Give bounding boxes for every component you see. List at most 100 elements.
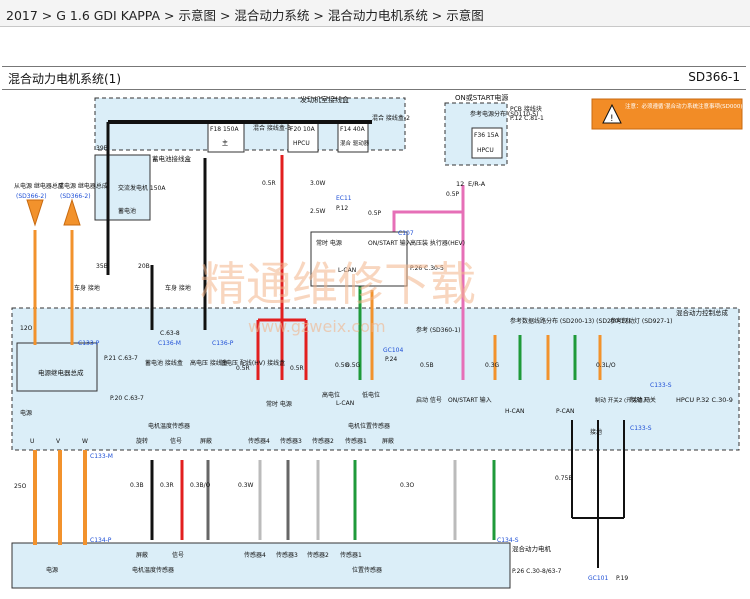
wire-label-05r-a: 0.5R [262, 180, 276, 187]
pcb-block-ref: P.12 C.81-1 [510, 115, 544, 122]
battery-label: 蓄电池 [118, 207, 136, 215]
lbl-motor-temp-signal: 信号 [172, 551, 184, 559]
lbl-left-power: 电源 [20, 409, 32, 417]
conn-c134s: C134-S [497, 537, 519, 544]
hv-battery-label: 蓄电池接线盒 [152, 154, 192, 163]
fuse-left-2-label: 混合 接线盒-2 [372, 114, 410, 122]
pcb-fuse-ref: 参考电源分布 (SD110-5) [470, 110, 538, 118]
motor-label: 混合动力电机 [512, 544, 552, 553]
lbl-s4-bottom: 传感器4 [244, 551, 266, 559]
lbl-hevc-ref: 参考 (SD360-1) [416, 326, 460, 334]
fuse-f36 [471, 127, 503, 159]
breadcrumb: 2017 > G 1.6 GDI KAPPA > 示意图 > 混合动力系统 > … [0, 0, 750, 27]
lbl-cable: 屏蔽 [136, 551, 148, 559]
lbl-power-bottom: 电源 [46, 566, 58, 574]
hpcu-ref: HPCU P.32 C.30-9 [676, 396, 733, 404]
lbl-hv-battery: 蓄电池 接线盒 [145, 359, 183, 367]
hev-can-label: L-CAN [338, 267, 356, 274]
lbl-s1-bottom: 传感器1 [340, 551, 362, 559]
wire-label-25o: 25O [14, 483, 27, 490]
wire-label-12o: 12O [20, 325, 33, 332]
conn-c136m: C136-M [158, 340, 181, 347]
warning-mark: ! [610, 114, 614, 124]
lbl-shield2: 屏蔽 [382, 437, 394, 445]
lbl-position: 位置传感器 [352, 566, 382, 574]
wire-label-05g: 0.5G [335, 362, 350, 369]
hev-actuator-name: 高压装 执行器(HEV) [410, 239, 465, 247]
fuse-f36-name: HPCU [477, 147, 494, 154]
lbl-s4: 传感器4 [248, 437, 270, 445]
gc101-ref: P.19 [616, 575, 628, 582]
lbl-can-hi: 高电位 [322, 391, 340, 399]
conn-c133m: C133-M [90, 453, 113, 460]
watermark-url: www.gzweix.com [248, 317, 386, 336]
wire-label-39b: 39B [96, 145, 108, 152]
lbl-on-start: ON/START 输入 [448, 396, 492, 404]
lbl-v: V [56, 438, 61, 445]
fuse-f20-name: HPCU [293, 140, 310, 147]
ground-1-label: 车身 接地 [74, 284, 100, 292]
fuse-f18-label: F18 150A [210, 126, 239, 133]
lbl-start-signal: 启动 信号 [416, 396, 442, 404]
fuse-f18-name: 主 [222, 139, 228, 147]
hev-input-label: ON/START 输入 [368, 239, 412, 247]
lbl-motor-pos: 电机位置传感器 [348, 422, 390, 430]
wire-label-03r: 0.3R [160, 482, 174, 489]
generator-box [94, 154, 151, 221]
hev-actuator-ref: P.26 C.30-5 [410, 265, 444, 272]
ref1-code: (SD366-2) [16, 193, 47, 200]
wire-label-05r-b: 0.5R [236, 365, 250, 372]
wire-label-03lo: 0.3L/O [596, 362, 616, 369]
watermark: 精通维修下载 [200, 257, 476, 311]
lbl-brake2: 制动 开关2 (开关输入) [595, 396, 650, 404]
fuse-f20 [287, 121, 319, 153]
ref-arrow-1 [26, 199, 44, 227]
wire-label-03g: 0.3G [485, 362, 500, 369]
conn-c63: C.63-8 [160, 330, 180, 337]
conn-c136p: C136-P [212, 340, 234, 347]
power-relay-box [16, 342, 98, 392]
lbl-p-can: P-CAN [556, 408, 574, 415]
diagram-code: SD366-1 [688, 70, 740, 84]
on-start-relay-label: ON或START电源 [455, 93, 508, 102]
wire-label-35b: 35B [96, 263, 108, 270]
conn-c134p: C134-P [90, 537, 112, 544]
conn-gc104-ref: P.24 [385, 356, 397, 363]
wire-label-075b: 0.75B [555, 475, 572, 482]
wire-label-05g2: 0.5G [346, 362, 361, 369]
wire-label-03b: 0.3B [130, 482, 144, 489]
ref2-code: (SD366-2) [60, 193, 91, 200]
generator-label: 交流发电机 150A [118, 184, 166, 192]
conn-ec11: EC11 [336, 195, 352, 202]
hev-power-label: 常时 电源 [316, 239, 342, 247]
lbl-rotor: 旋转 [136, 437, 148, 445]
wire-label-03w: 0.3W [238, 482, 254, 489]
lbl-brake: 制动 开关 [630, 396, 656, 404]
hpcu-box [11, 307, 740, 451]
lbl-can-lo: 低电位 [362, 391, 380, 399]
wire-label-3w: 3.0W [310, 180, 326, 187]
lbl-hv-block2: 高电压 接线盒 [190, 359, 228, 367]
ground-2-label: 车身 接地 [165, 284, 191, 292]
fuse-f14-name: 混合 驱动器 [340, 139, 370, 147]
lbl-signal: 信号 [170, 437, 182, 445]
diagram-title: 混合动力电机系统(1) [8, 72, 121, 86]
gc101-label: GC101 [588, 575, 608, 582]
lbl-unit-power: 常时 电源 [266, 400, 292, 408]
wire-label-03o: 0.3O [400, 482, 415, 489]
lbl-hv-block: 低电压 配线(HV) 接线盒 [220, 359, 285, 367]
pcb-wire: E/R-A [468, 180, 486, 188]
lbl-s2-bottom: 传感器2 [307, 551, 329, 559]
ref2-title: 至电源 继电器总成 [58, 182, 108, 190]
breadcrumb-text[interactable]: 2017 > G 1.6 GDI KAPPA > 示意图 > 混合动力系统 > … [6, 8, 484, 23]
motor-ref: P.26 C.30-8/63-7 [512, 568, 562, 575]
fuse-f14-label: F14 40A [340, 126, 366, 133]
diagram-titlebar: 混合动力电机系统(1) SD366-1 [2, 66, 746, 90]
lbl-s3: 传感器3 [280, 437, 302, 445]
wire-label-05p: 0.5P [368, 210, 382, 217]
engine-fuse-box-label: 发动机室接线盒 [300, 95, 349, 104]
conn-c133s: C133-S [630, 425, 652, 432]
hpcu-label: 混合动力控制总成 [676, 308, 729, 317]
ref1-title: 从电源 继电器总成 [14, 182, 64, 190]
